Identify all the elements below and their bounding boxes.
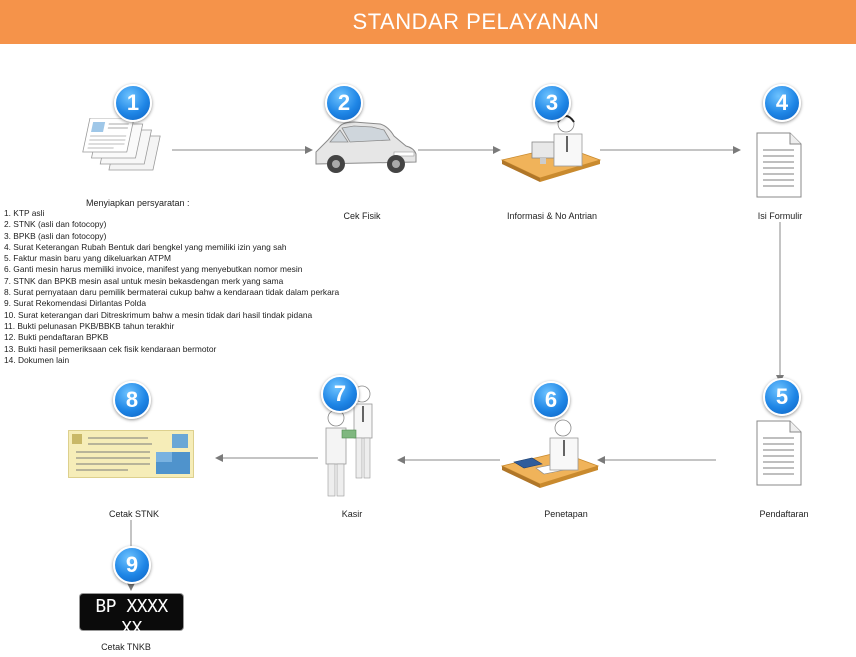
requirements-title: Menyiapkan persyaratan : [86,198,190,208]
requirement-item: 6. Ganti mesin harus memiliki invoice, m… [4,264,303,275]
requirement-item: 13. Bukti hasil pemeriksaan cek fisik ke… [4,343,217,354]
requirement-item: 12. Bukti pendaftaran BPKB [4,332,109,343]
car-icon [315,121,417,173]
page-title: STANDAR PELAYANAN [352,9,600,34]
requirement-item: 3. BPKB (asli dan fotocopy) [4,230,107,241]
requirement-item: 4. Surat Keterangan Rubah Bentuk dari be… [4,241,287,252]
requirement-item: 10. Surat keterangan dari Ditreskrimum b… [4,309,313,320]
requirements-list: 1. KTP asli 2. STNK (asli dan fotocopy) … [4,208,339,366]
form-document-icon [756,132,802,198]
step-2-badge: 2 [325,84,363,122]
stnk-card-icon [68,430,194,478]
step-3-label: Informasi & No Antrian [506,211,598,221]
requirement-item: 5. Faktur masin baru yang dikeluarkan AT… [4,253,171,264]
step-7-label: Kasir [341,509,363,519]
step-2-label: Cek Fisik [343,211,381,221]
step-5-badge: 5 [763,378,801,416]
requirement-item: 11. Bukti pelunasan PKB/BBKB tahun terak… [4,320,175,331]
step-7-badge: 7 [321,375,359,413]
step-8-label: Cetak STNK [108,509,159,519]
requirement-item: 7. STNK dan BPKB mesin asal untuk mesin … [4,275,284,286]
step-4-label: Isi Formulir [757,211,803,221]
step-5-label: Pendaftaran [759,509,809,519]
requirement-item: 1. KTP asli [4,208,45,218]
license-plate: BP XXXX XX 01 17 [80,594,183,648]
cashier-icon [325,385,373,497]
requirement-item: 8. Surat pernyataan daru pemilik bermate… [4,287,340,298]
plate-number: BP XXXX XX [95,596,168,639]
service-desk-icon [500,115,602,182]
registration-document-icon [756,420,802,486]
step-1-badge: 1 [114,84,152,122]
step-3-badge: 3 [533,84,571,122]
step-4-badge: 4 [763,84,801,122]
step-9-badge: 9 [113,546,151,584]
requirement-item: 14. Dokumen lain [4,354,70,365]
step-6-badge: 6 [532,381,570,419]
plate-expiry: 01 17 [120,640,143,648]
documents-icon [82,118,161,171]
requirement-item: 2. STNK (asli dan fotocopy) [4,219,107,230]
requirement-item: 9. Surat Rekomendasi Dirlantas Polda [4,298,146,309]
step-6-label: Penetapan [544,509,588,519]
page-header: STANDAR PELAYANAN [0,0,856,44]
step-9-label: Cetak TNKB [101,642,151,652]
step-8-badge: 8 [113,381,151,419]
assessment-desk-icon [500,419,600,488]
